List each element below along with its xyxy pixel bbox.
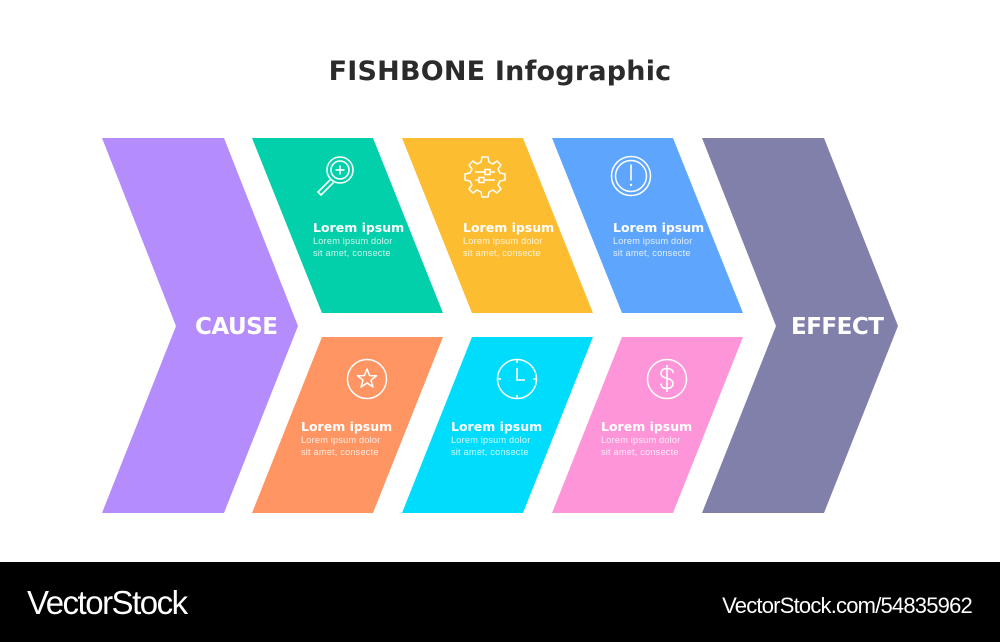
- card-heading: Lorem ipsum: [451, 419, 543, 434]
- card-text-line-2: sit amet, consecte: [313, 248, 391, 258]
- card-text-line-1: Lorem ipsum dolor: [301, 435, 381, 445]
- card-heading: Lorem ipsum: [463, 220, 555, 235]
- top-card-1-shape: [252, 138, 443, 313]
- bottom-card-3-shape: [552, 337, 743, 513]
- effect-label: EFFECT: [791, 314, 884, 340]
- card-text-line-2: sit amet, consecte: [613, 248, 691, 258]
- card-heading: Lorem ipsum: [313, 220, 405, 235]
- card-text-line-1: Lorem ipsum dolor: [601, 435, 681, 445]
- gear-sliders-icon: [464, 156, 506, 198]
- card-text-line-1: Lorem ipsum dolor: [313, 236, 393, 246]
- card-text-line-2: sit amet, consecte: [601, 447, 679, 457]
- star-circle-icon: [346, 358, 388, 400]
- footer-bar: VectorStock VectorStock.com/54835962: [0, 562, 1000, 642]
- card-heading: Lorem ipsum: [613, 220, 705, 235]
- cause-chevron: [102, 138, 298, 513]
- card-heading: Lorem ipsum: [601, 419, 693, 434]
- card-heading: Lorem ipsum: [301, 419, 393, 434]
- dollar-circle-icon: [646, 358, 688, 400]
- card-text-line-2: sit amet, consecte: [451, 447, 529, 457]
- card-text-line-1: Lorem ipsum dolor: [451, 435, 531, 445]
- cause-label: CAUSE: [195, 314, 278, 340]
- effect-chevron: [702, 138, 898, 513]
- bottom-card-2-shape: [402, 337, 593, 513]
- exclamation-circle-icon: [610, 155, 652, 197]
- top-card-2-shape: [402, 138, 593, 313]
- clock-icon: [496, 358, 538, 400]
- card-text-line-2: sit amet, consecte: [463, 248, 541, 258]
- card-text-line-1: Lorem ipsum dolor: [463, 236, 543, 246]
- card-text-line-2: sit amet, consecte: [301, 447, 379, 457]
- image-reference-link[interactable]: VectorStock.com/54835962: [722, 593, 973, 618]
- brand-logo-text: VectorStock: [27, 584, 188, 621]
- card-text-line-1: Lorem ipsum dolor: [613, 236, 693, 246]
- magnifier-plus-icon: [317, 156, 354, 196]
- page-title: FISHBONE Infographic: [328, 56, 672, 87]
- top-card-3-shape: [552, 138, 743, 313]
- bottom-card-1-shape: [252, 337, 443, 513]
